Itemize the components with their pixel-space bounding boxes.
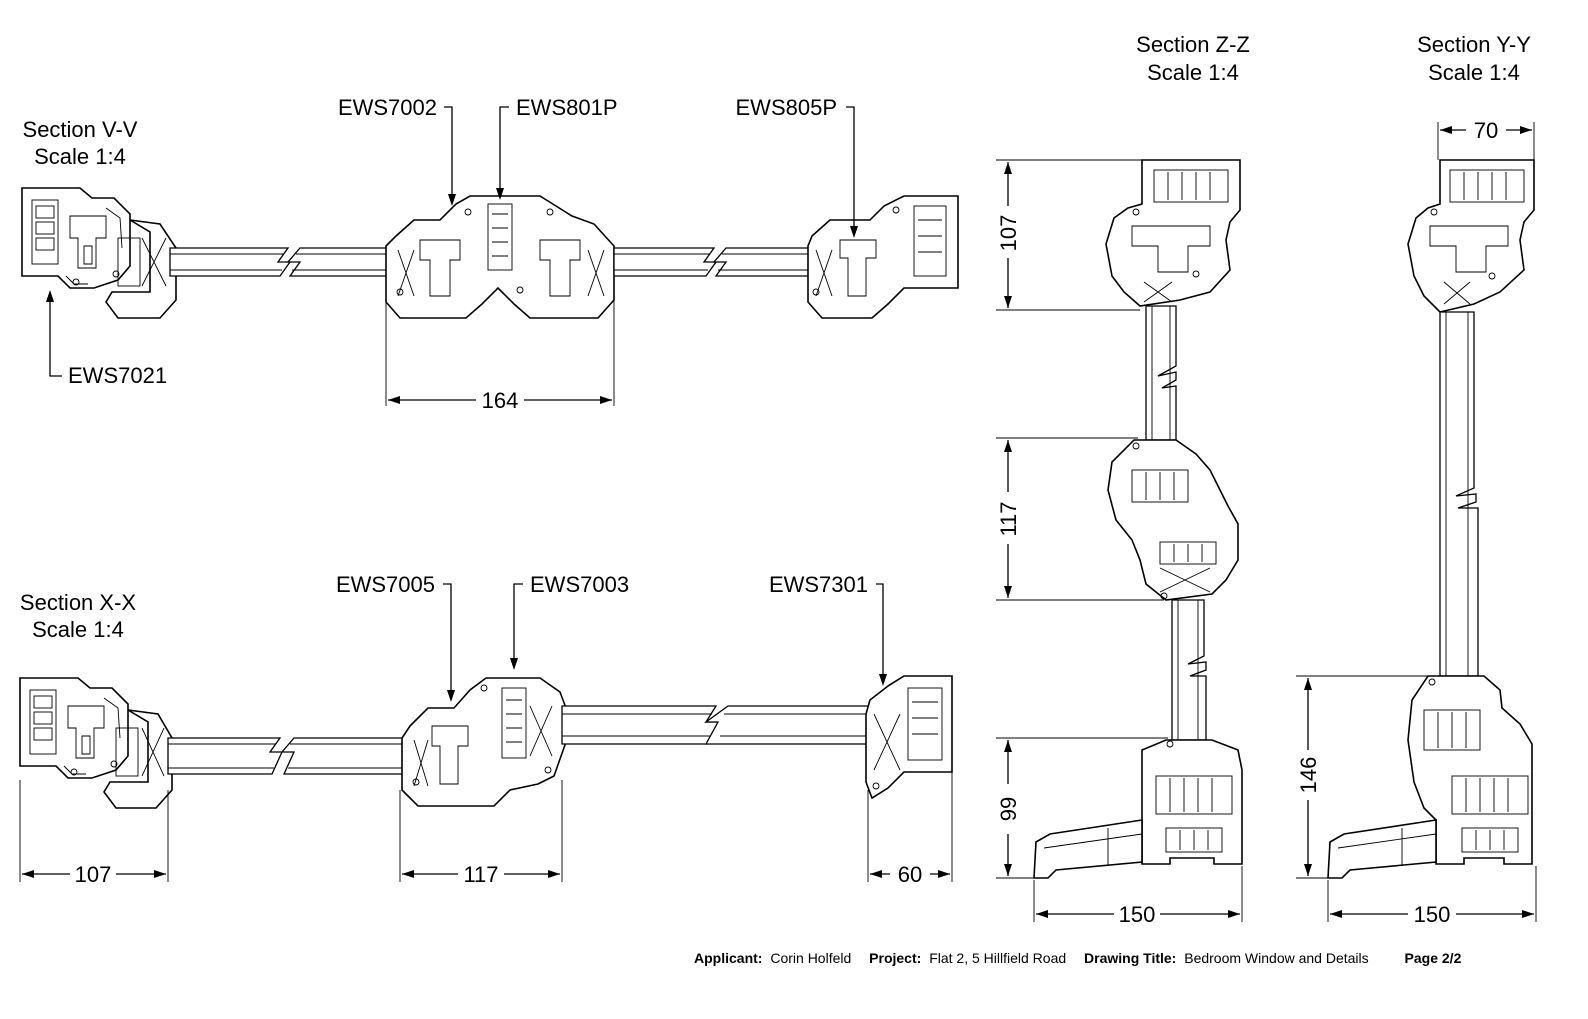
section-vv-scale: Scale 1:4 bbox=[34, 144, 126, 169]
section-zz-title: Section Z-Z bbox=[1136, 32, 1250, 57]
xx-dimension-107: 107 bbox=[19, 780, 169, 887]
dim-zz-99: 99 bbox=[996, 797, 1021, 821]
zz-dimension-117: 117 bbox=[996, 437, 1164, 601]
zz-head bbox=[1105, 159, 1241, 307]
section-xx-scale: Scale 1:4 bbox=[32, 617, 124, 642]
xx-left-frame bbox=[19, 677, 173, 809]
label-ews7301: EWS7301 bbox=[769, 572, 868, 597]
dim-yy-146: 146 bbox=[1296, 757, 1321, 794]
dim-zz-107: 107 bbox=[996, 215, 1021, 252]
xx-dimension-60: 60 bbox=[867, 772, 953, 887]
dim-xx-60: 60 bbox=[898, 862, 922, 887]
section-zz: Section Z-Z Scale 1:4 bbox=[996, 32, 1250, 927]
xx-leaders: EWS7005 EWS7003 EWS7301 bbox=[336, 572, 887, 702]
applicant-value: Corin Holfeld bbox=[770, 950, 852, 966]
yy-head bbox=[1407, 159, 1535, 313]
yy-dimension-146: 146 bbox=[1296, 675, 1428, 879]
vv-glass-right bbox=[613, 247, 817, 277]
vv-left-frame bbox=[21, 187, 177, 319]
yy-dimension-150: 150 bbox=[1327, 866, 1537, 927]
label-ews805p: EWS805P bbox=[736, 95, 838, 120]
label-ews7002: EWS7002 bbox=[338, 95, 437, 120]
xx-glass-right bbox=[561, 705, 877, 745]
vv-leaders: EWS7002 EWS801P EWS805P EWS7021 bbox=[46, 95, 858, 388]
yy-glass bbox=[1439, 311, 1479, 677]
zz-glass-upper bbox=[1145, 305, 1177, 441]
drawing-title-label: Drawing Title: bbox=[1084, 950, 1177, 966]
dim-xx-107: 107 bbox=[75, 862, 112, 887]
dim-yy-150: 150 bbox=[1414, 902, 1451, 927]
zz-dimension-107: 107 bbox=[996, 159, 1142, 311]
label-ews7005: EWS7005 bbox=[336, 572, 435, 597]
label-ews7021: EWS7021 bbox=[68, 363, 167, 388]
zz-transom bbox=[1107, 439, 1239, 601]
vv-dimension-164: 164 bbox=[385, 296, 615, 413]
yy-bottom-sash bbox=[1327, 675, 1533, 879]
dim-zz-150: 150 bbox=[1119, 902, 1156, 927]
project-value: Flat 2, 5 Hillfield Road bbox=[929, 950, 1067, 966]
section-xx: Section X-X Scale 1:4 bbox=[19, 572, 953, 887]
section-yy-scale: Scale 1:4 bbox=[1428, 60, 1520, 85]
section-vv-title: Section V-V bbox=[23, 117, 138, 142]
zz-sill bbox=[1033, 739, 1243, 879]
vv-mullion bbox=[385, 195, 615, 319]
label-ews7003: EWS7003 bbox=[530, 572, 629, 597]
section-zz-scale: Scale 1:4 bbox=[1147, 60, 1239, 85]
project-label: Project: bbox=[869, 950, 922, 966]
dim-xx-117: 117 bbox=[463, 862, 498, 887]
xx-dimension-117: 117 bbox=[399, 780, 563, 887]
section-yy: Section Y-Y Scale 1:4 bbox=[1296, 32, 1537, 927]
section-vv: Section V-V Scale 1:4 bbox=[21, 95, 959, 413]
dim-yy-70: 70 bbox=[1474, 118, 1498, 143]
dim-vv-164: 164 bbox=[482, 388, 519, 413]
xx-right-frame bbox=[865, 675, 953, 800]
vv-right-frame bbox=[807, 195, 959, 319]
label-ews801p: EWS801P bbox=[516, 95, 618, 120]
drawing-title-value: Bedroom Window and Details bbox=[1184, 950, 1369, 966]
xx-glass-left bbox=[167, 737, 405, 775]
page-number: Page 2/2 bbox=[1404, 950, 1462, 966]
title-block: Applicant: Corin Holfeld Project: Flat 2… bbox=[694, 950, 1465, 974]
xx-transom bbox=[401, 677, 567, 807]
section-xx-title: Section X-X bbox=[20, 590, 136, 615]
zz-dimension-150: 150 bbox=[1033, 866, 1243, 927]
yy-dimension-70: 70 bbox=[1437, 118, 1535, 160]
zz-dimension-99: 99 bbox=[996, 737, 1168, 879]
dim-zz-117: 117 bbox=[996, 501, 1021, 536]
applicant-label: Applicant: bbox=[694, 950, 763, 966]
section-yy-title: Section Y-Y bbox=[1417, 32, 1531, 57]
vv-glass-left bbox=[169, 247, 401, 277]
zz-glass-lower bbox=[1171, 599, 1207, 741]
